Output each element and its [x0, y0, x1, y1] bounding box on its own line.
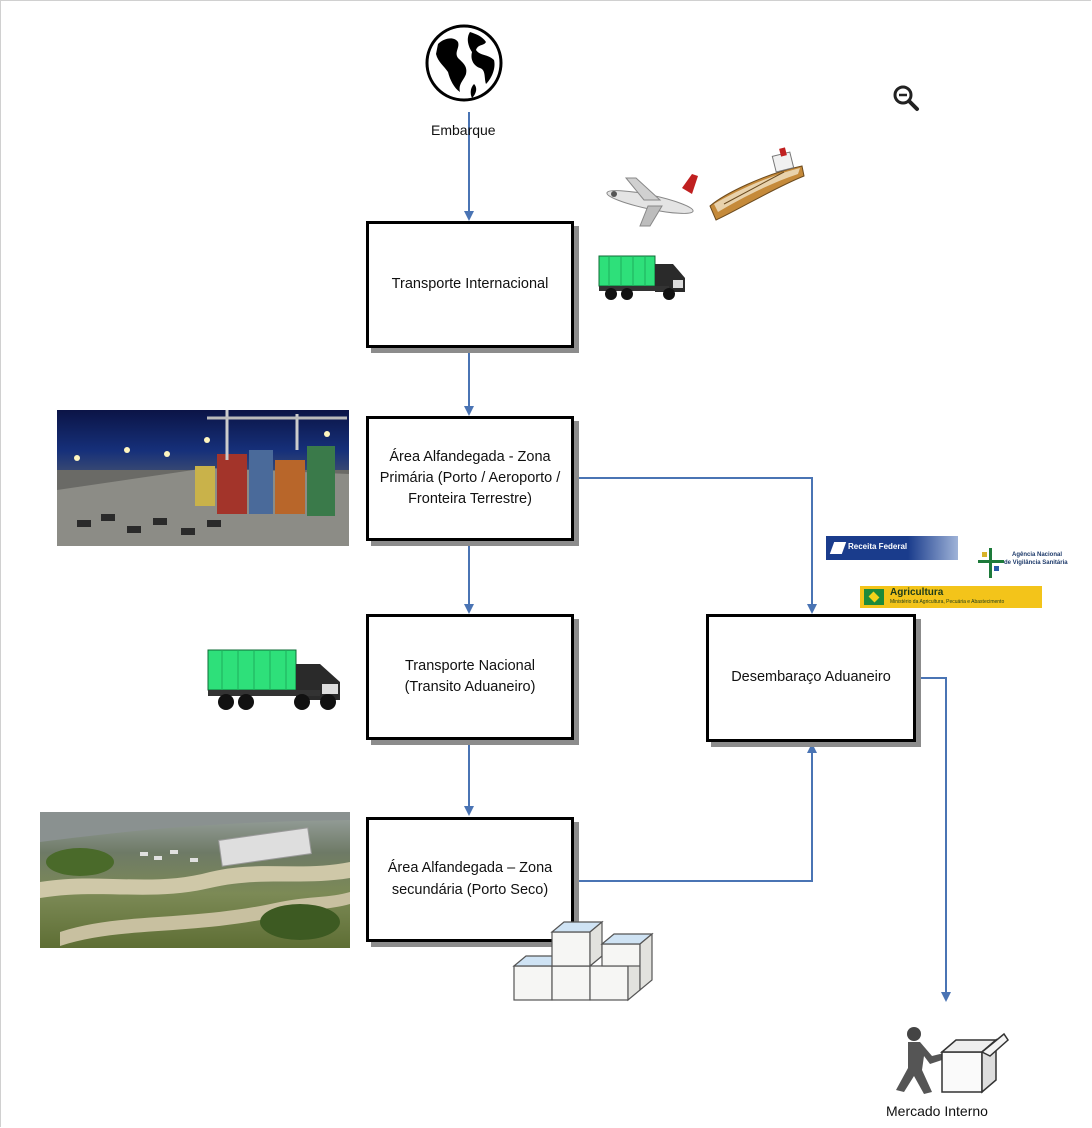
airplane-icon — [596, 172, 704, 228]
box-transporte-internacional-label: Transporte Internacional — [391, 275, 549, 292]
truck-icon — [597, 250, 689, 302]
box-zona-primaria[interactable]: Área Alfandegada - Zona Primária (Porto … — [366, 416, 574, 541]
arrow-desembaraco-to-mercado — [916, 677, 951, 1002]
port-photo — [57, 410, 349, 546]
arrow-zona-secundaria-to-desembaraco — [574, 743, 817, 882]
magnifier-icon[interactable] — [892, 84, 920, 112]
box-zona-secundaria-label: Área Alfandegada – Zona secundária (Port… — [387, 860, 553, 898]
person-opening-box-icon — [886, 1026, 1010, 1096]
anvisa-logo: Agência Nacional de Vigilância Sanitária — [978, 548, 1092, 578]
receita-federal-text: Receita Federal — [848, 542, 908, 551]
receita-federal-logo: Receita Federal — [826, 536, 958, 560]
anvisa-line1: Agência Nacional — [1012, 552, 1063, 558]
mercado-interno-label: Mercado Interno — [886, 1103, 988, 1119]
anvisa-line2: de Vigilância Sanitária — [1004, 560, 1068, 566]
dry-port-aerial-photo — [40, 812, 350, 948]
agricultura-title: Agricultura — [890, 587, 944, 598]
globe-icon — [424, 22, 504, 104]
box-zona-secundaria[interactable]: Área Alfandegada – Zona secundária (Port… — [366, 817, 574, 942]
box-transporte-internacional[interactable]: Transporte Internacional — [366, 221, 574, 348]
box-desembaraco-aduaneiro-label: Desembaraço Aduaneiro — [731, 669, 891, 686]
box-transporte-nacional[interactable]: Transporte Nacional (Transito Aduaneiro) — [366, 614, 574, 740]
agricultura-logo: Agricultura Ministério da Agricultura, P… — [860, 586, 1042, 608]
agricultura-subtitle: Ministério da Agricultura, Pecuária e Ab… — [890, 599, 1005, 605]
box-transporte-nacional-label: Transporte Nacional (Transito Aduaneiro) — [404, 657, 536, 695]
brazil-flag-icon — [864, 589, 884, 605]
arrow-zona-primaria-to-desembaraco — [574, 477, 817, 614]
truck-icon-large — [206, 646, 348, 712]
stacked-boxes-icon — [512, 910, 666, 1002]
embarque-label: Embarque — [431, 122, 496, 138]
box-desembaraco-aduaneiro[interactable]: Desembaraço Aduaneiro — [706, 614, 916, 742]
box-zona-primaria-label: Área Alfandegada - Zona Primária (Porto … — [379, 448, 561, 507]
ship-icon — [704, 144, 808, 226]
